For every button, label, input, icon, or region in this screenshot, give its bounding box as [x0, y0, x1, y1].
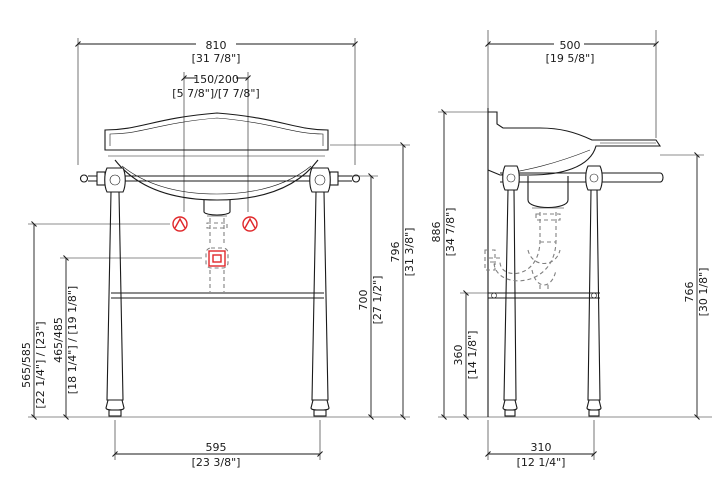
- overall-height-front-mm: 796: [389, 242, 402, 263]
- hidden-trap-side: [484, 212, 561, 292]
- dim-overall-width: 810 [31 7/8"]: [75, 38, 358, 165]
- leg-depth-in: [12 1/4"]: [517, 456, 566, 469]
- dim-overall-depth: 500 [19 5/8"]: [485, 30, 659, 138]
- dim-leg-depth: 310 [12 1/4"]: [485, 420, 597, 469]
- overall-height-side-mm: 886: [430, 222, 443, 243]
- legs-side: [502, 189, 602, 417]
- dim-overall-height-front: 796 [31 3/8"]: [330, 142, 416, 420]
- shelf-height-in: [14 1/8"]: [466, 331, 479, 380]
- leg-spacing-mm: 595: [206, 441, 227, 454]
- overall-depth-in: [19 5/8"]: [546, 52, 595, 65]
- legs-front: [105, 191, 330, 417]
- brackets-front: [104, 167, 331, 193]
- dim-supply-height: 565/585 [22 1/4"] / [23"]: [20, 221, 170, 420]
- shelf-height-mm: 360: [452, 345, 465, 366]
- supply-height-mm: 565/585: [20, 342, 33, 388]
- overall-depth-mm: 500: [560, 39, 581, 52]
- supply-markers: [172, 216, 258, 267]
- overall-height-front-in: [31 3/8"]: [403, 228, 416, 277]
- towel-rail-side: [500, 165, 664, 191]
- dim-overall-height-side: 886 [34 7/8"]: [430, 109, 496, 420]
- leg-depth-mm: 310: [531, 441, 552, 454]
- dim-leg-spacing: 595 [23 3/8"]: [112, 420, 323, 469]
- tap-centres-mm: 150/200: [193, 73, 239, 86]
- tap-centres-in: [5 7/8"]/[7 7/8"]: [172, 87, 259, 100]
- side-view: 500 [19 5/8"] 310 [12 1/4"] 886 [34 7/8"…: [430, 30, 712, 469]
- hidden-waste-front: [205, 218, 229, 292]
- dim-tap-centres: 150/200 [5 7/8"]/[7 7/8"]: [172, 72, 260, 212]
- front-view: 810 [31 7/8"] 150/200 [5 7/8"]/[7 7/8"] …: [20, 38, 416, 469]
- supply-height-in: [22 1/4"] / [23"]: [34, 321, 47, 408]
- dim-shelf-height: 360 [14 1/8"]: [452, 290, 488, 420]
- basin-front: [104, 112, 329, 217]
- overall-width-mm: 810: [206, 39, 227, 52]
- dim-rim-height: 766 [30 1/8"]: [660, 152, 710, 420]
- basin-side: [487, 111, 662, 209]
- leg-spacing-in: [23 3/8"]: [192, 456, 241, 469]
- lower-rail-side: [488, 292, 600, 299]
- dim-rail-height: 700 [27 1/2"]: [345, 173, 384, 420]
- waste-outlet-marker: [208, 250, 226, 267]
- waste-height-mm: 465/485: [52, 317, 65, 363]
- waste-height-in: [18 1/4"] / [19 1/8"]: [66, 286, 79, 394]
- rail-height-mm: 700: [357, 290, 370, 311]
- dim-waste-height: 465/485 [18 1/4"] / [19 1/8"]: [52, 255, 202, 420]
- rail-height-in: [27 1/2"]: [371, 276, 384, 325]
- overall-width-in: [31 7/8"]: [192, 52, 241, 65]
- rim-height-in: [30 1/8"]: [697, 268, 710, 317]
- lower-rail-front: [111, 292, 324, 299]
- hot-supply-marker: [172, 216, 188, 232]
- towel-rail-front: [79, 171, 361, 186]
- overall-height-side-in: [34 7/8"]: [444, 208, 457, 257]
- rim-height-mm: 766: [683, 282, 696, 303]
- cold-supply-marker: [242, 216, 258, 232]
